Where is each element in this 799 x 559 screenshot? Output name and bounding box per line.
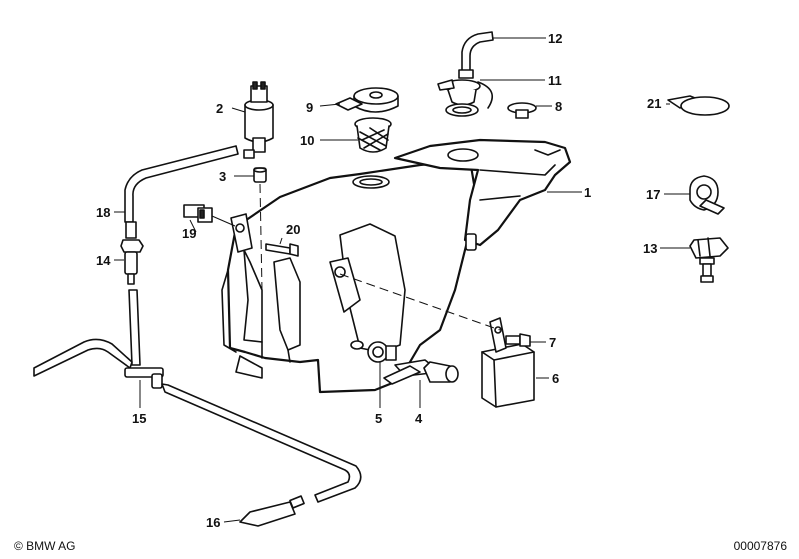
callout-14: 14	[96, 253, 111, 268]
callout-13: 13	[643, 241, 657, 256]
hose-connector[interactable]	[33, 289, 164, 389]
level-sensor[interactable]	[383, 359, 459, 385]
callout-3: 3	[219, 169, 226, 184]
callout-17: 17	[646, 187, 660, 202]
callout-6: 6	[552, 371, 559, 386]
callout-9: 9	[306, 100, 313, 115]
electrical-plug[interactable]	[183, 204, 213, 223]
callout-19: 19	[182, 226, 196, 241]
leader-lines	[114, 37, 690, 523]
callout-16: 16	[206, 515, 220, 530]
check-valve[interactable]	[120, 221, 144, 285]
callout-11: 11	[548, 73, 562, 88]
callout-20: 20	[286, 222, 300, 237]
drawing-number: 00007876	[733, 539, 787, 553]
hose-clip-17[interactable]	[689, 175, 725, 215]
callout-18: 18	[96, 205, 110, 220]
filler-cap-9[interactable]	[335, 87, 399, 113]
plug-cap-8[interactable]	[507, 102, 537, 119]
screw-20[interactable]	[265, 243, 299, 257]
callout-21: 21	[647, 96, 661, 111]
connector-12[interactable]	[458, 31, 494, 79]
seal-grommet-5[interactable]	[367, 341, 397, 363]
washer-reservoir[interactable]	[221, 138, 572, 394]
washer-cover-21[interactable]	[667, 95, 730, 116]
nozzle-hose[interactable]	[161, 383, 362, 503]
callout-12: 12	[548, 31, 562, 46]
pump-grommet[interactable]	[253, 167, 267, 183]
callout-15: 15	[132, 411, 146, 426]
callout-labels: 1 2 3 4 5 6 7 8 9 10 11 12 13 14 15 16 1…	[96, 31, 661, 530]
bolt-7[interactable]	[505, 333, 531, 347]
copyright-notice: © BMW AG	[14, 539, 76, 553]
callout-2: 2	[216, 101, 223, 116]
callout-4: 4	[415, 411, 423, 426]
clip-13[interactable]	[689, 237, 729, 283]
spray-nozzle[interactable]	[239, 495, 305, 527]
callout-5: 5	[375, 411, 382, 426]
washer-pump[interactable]	[243, 81, 274, 159]
callout-8: 8	[555, 99, 562, 114]
hose-18[interactable]	[124, 145, 239, 223]
callout-1: 1	[584, 185, 591, 200]
callout-7: 7	[549, 335, 556, 350]
strainer-10[interactable]	[354, 117, 392, 153]
filler-cap-11[interactable]	[437, 79, 494, 117]
callout-10: 10	[300, 133, 314, 148]
control-unit[interactable]	[481, 317, 535, 408]
